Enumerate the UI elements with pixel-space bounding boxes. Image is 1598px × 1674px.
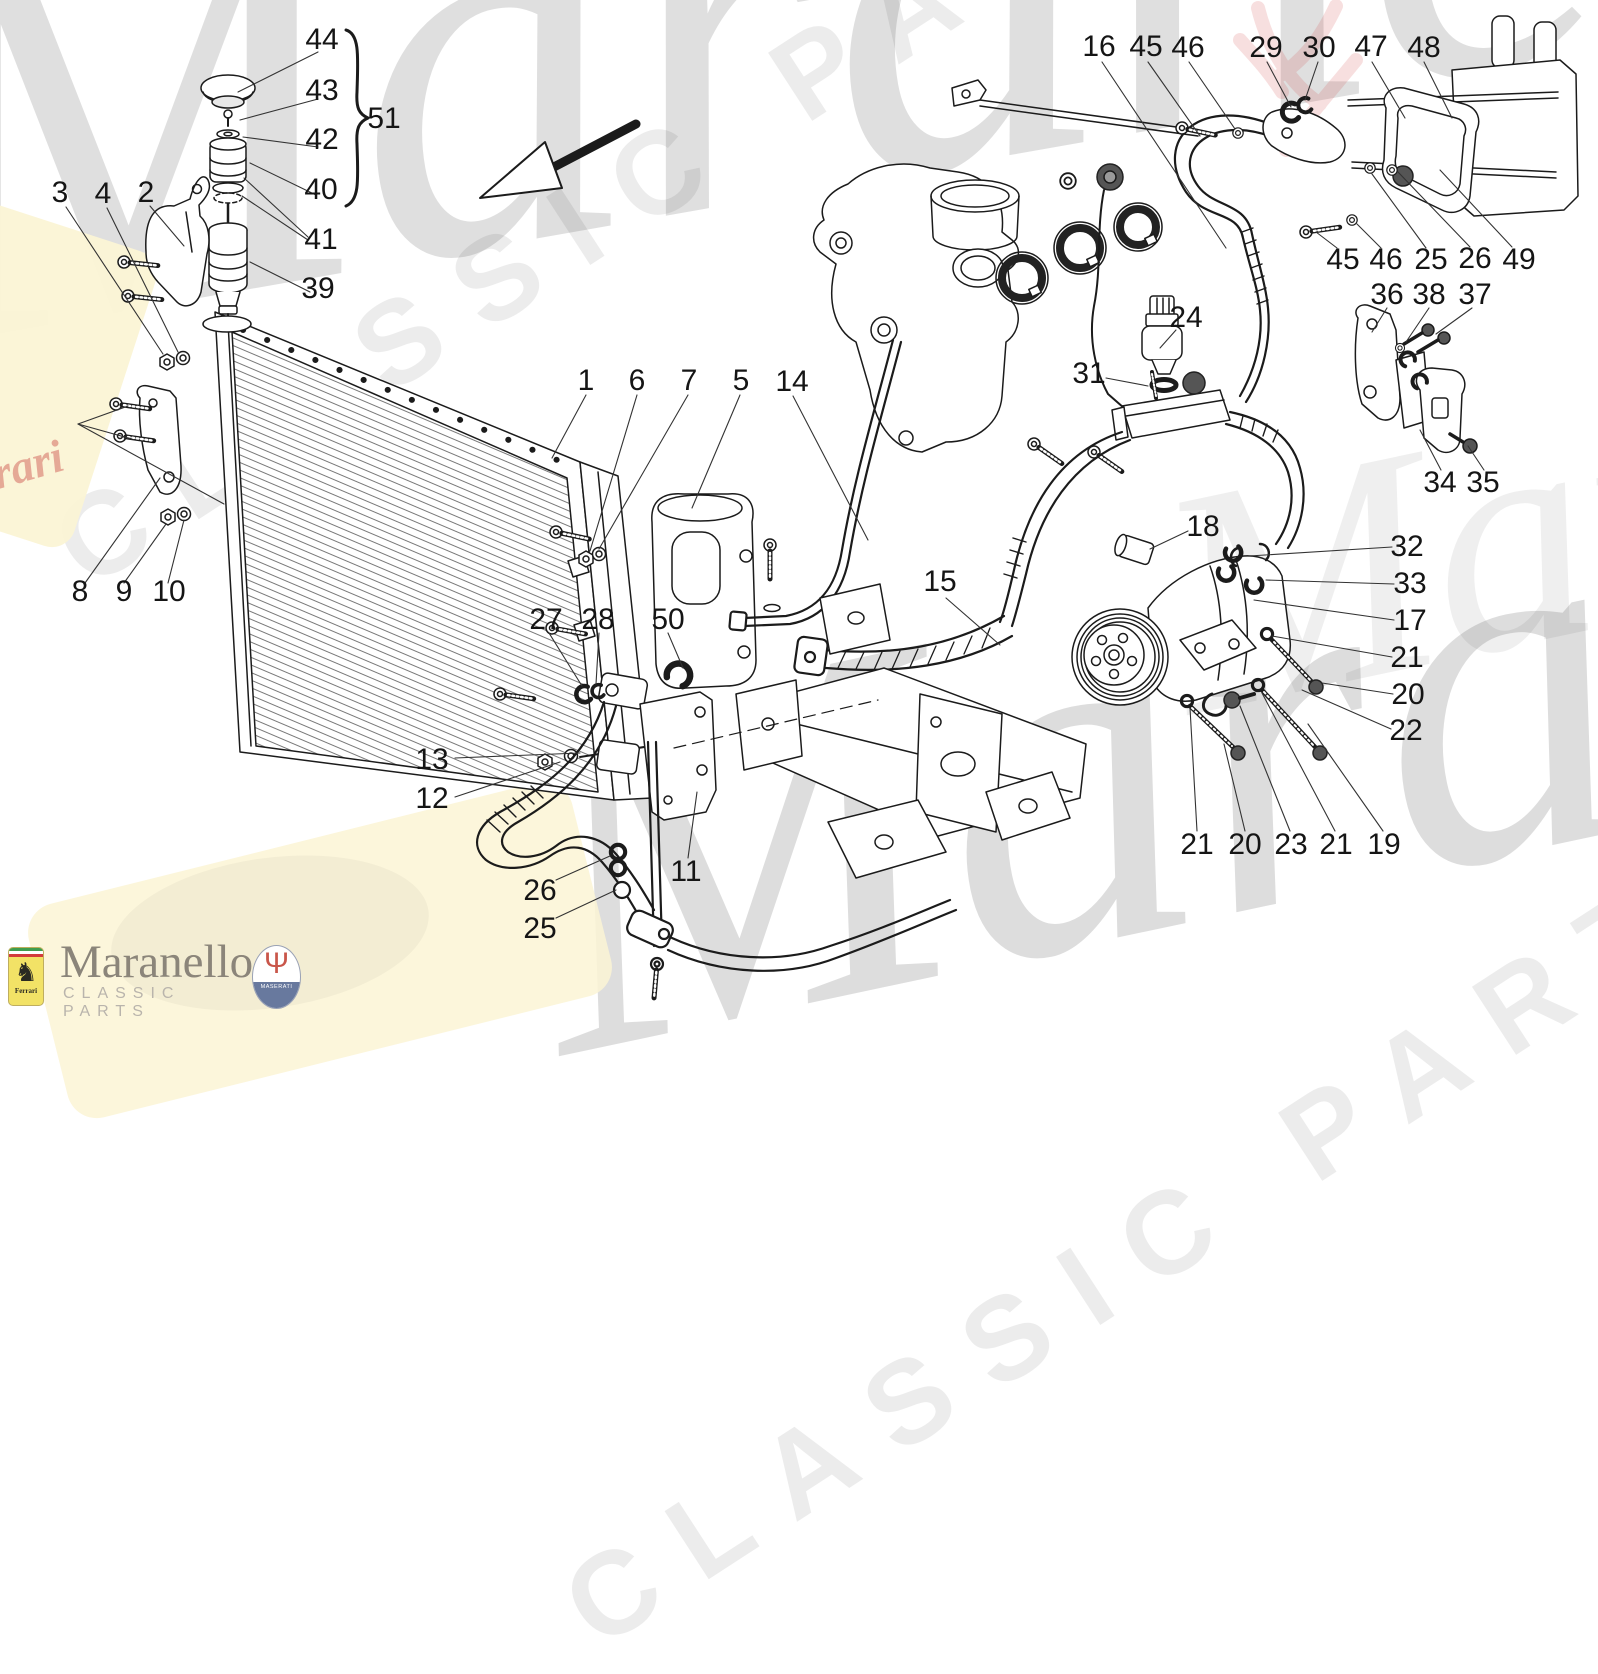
bracket-36-34	[1354, 304, 1478, 454]
side-bracket	[109, 384, 192, 526]
discharge-hose	[1224, 410, 1305, 550]
pipe-14	[728, 338, 903, 632]
direction-arrow-icon	[479, 119, 641, 199]
ferrari-badge-label: Ferrari	[14, 987, 38, 995]
condenser-fittings	[493, 659, 717, 821]
brand-tagline: CLASSIC PARTS	[63, 985, 181, 1020]
italian-flag-stripes	[9, 948, 43, 957]
group-brace	[344, 28, 370, 208]
bracket-47-48	[1299, 15, 1579, 239]
upper-bracket	[117, 176, 211, 371]
brand-wordmark: Maranello	[60, 936, 254, 988]
parts-drawing	[65, 15, 1579, 998]
diagram-canvas	[65, 0, 1579, 1010]
watermark-red-trident	[1233, 0, 1363, 157]
maserati-badge: Ψ MASERATI	[252, 945, 301, 1009]
trident-icon: Ψ	[263, 947, 290, 980]
hose-16-elbow	[1175, 97, 1346, 164]
compressor	[1071, 533, 1328, 761]
hose-16	[1173, 114, 1286, 404]
engine-manifold	[812, 79, 1199, 453]
condenser	[214, 311, 653, 801]
prancing-horse-icon: ♞	[14, 957, 38, 987]
pipe-15	[793, 430, 1132, 677]
pressure-switch-assembly	[1026, 189, 1231, 476]
spacer-18	[1114, 533, 1155, 566]
center-bracket	[545, 492, 757, 690]
ferrari-badge: ♞ Ferrari	[8, 947, 44, 1006]
subframe	[673, 539, 1087, 879]
receiver-drier	[200, 74, 256, 333]
